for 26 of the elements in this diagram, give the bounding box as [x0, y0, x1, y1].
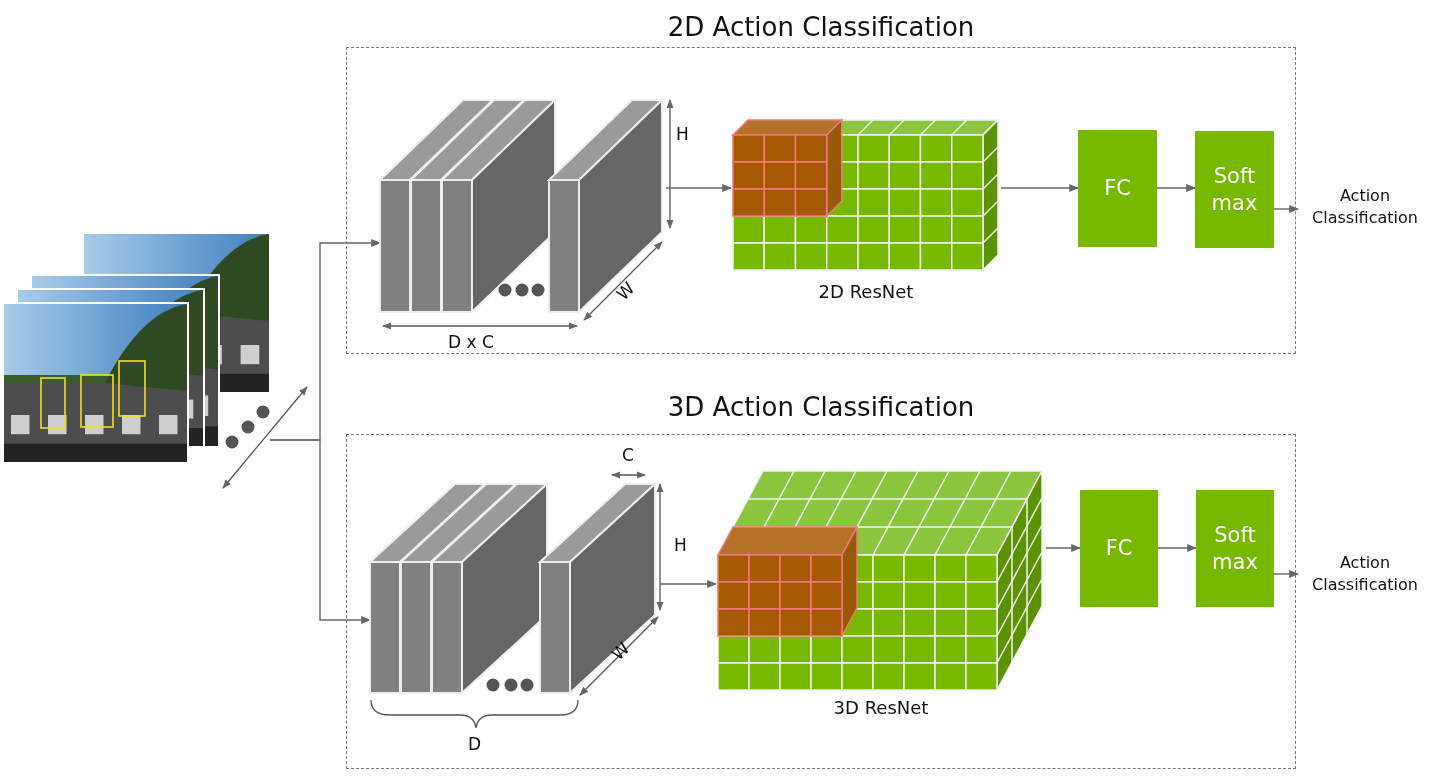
dimension-label: W: [611, 277, 640, 305]
block-caption: 2D ResNet: [817, 280, 915, 304]
output-label: Action Classification: [1298, 552, 1432, 600]
arrow: [1045, 544, 1081, 552]
block-caption: 3D ResNet: [832, 696, 930, 720]
arrow: [659, 580, 717, 588]
panel-title: 3D Action Classification: [666, 392, 976, 422]
arrow: [1157, 544, 1197, 552]
arrow: [269, 439, 371, 624]
arrow: [1273, 570, 1299, 578]
arrow: [1273, 205, 1299, 213]
panel-title: 2D Action Classification: [666, 12, 976, 42]
dimension-label: H: [676, 123, 689, 145]
arrow: [665, 184, 732, 192]
layer-box: Soft max: [1196, 490, 1274, 607]
layer-box: Soft max: [1195, 131, 1274, 248]
layer-box: FC: [1080, 490, 1158, 607]
arrow: [1156, 184, 1196, 192]
dimension-label: C: [622, 444, 634, 466]
dimension-label: W: [606, 637, 635, 665]
arrow: [1000, 184, 1079, 192]
dimension-label: H: [674, 534, 687, 556]
dimension-label: D: [468, 733, 482, 755]
dimension-label: D x C: [448, 331, 494, 353]
output-label: Action Classification: [1298, 185, 1432, 233]
layer-box: FC: [1078, 130, 1157, 247]
